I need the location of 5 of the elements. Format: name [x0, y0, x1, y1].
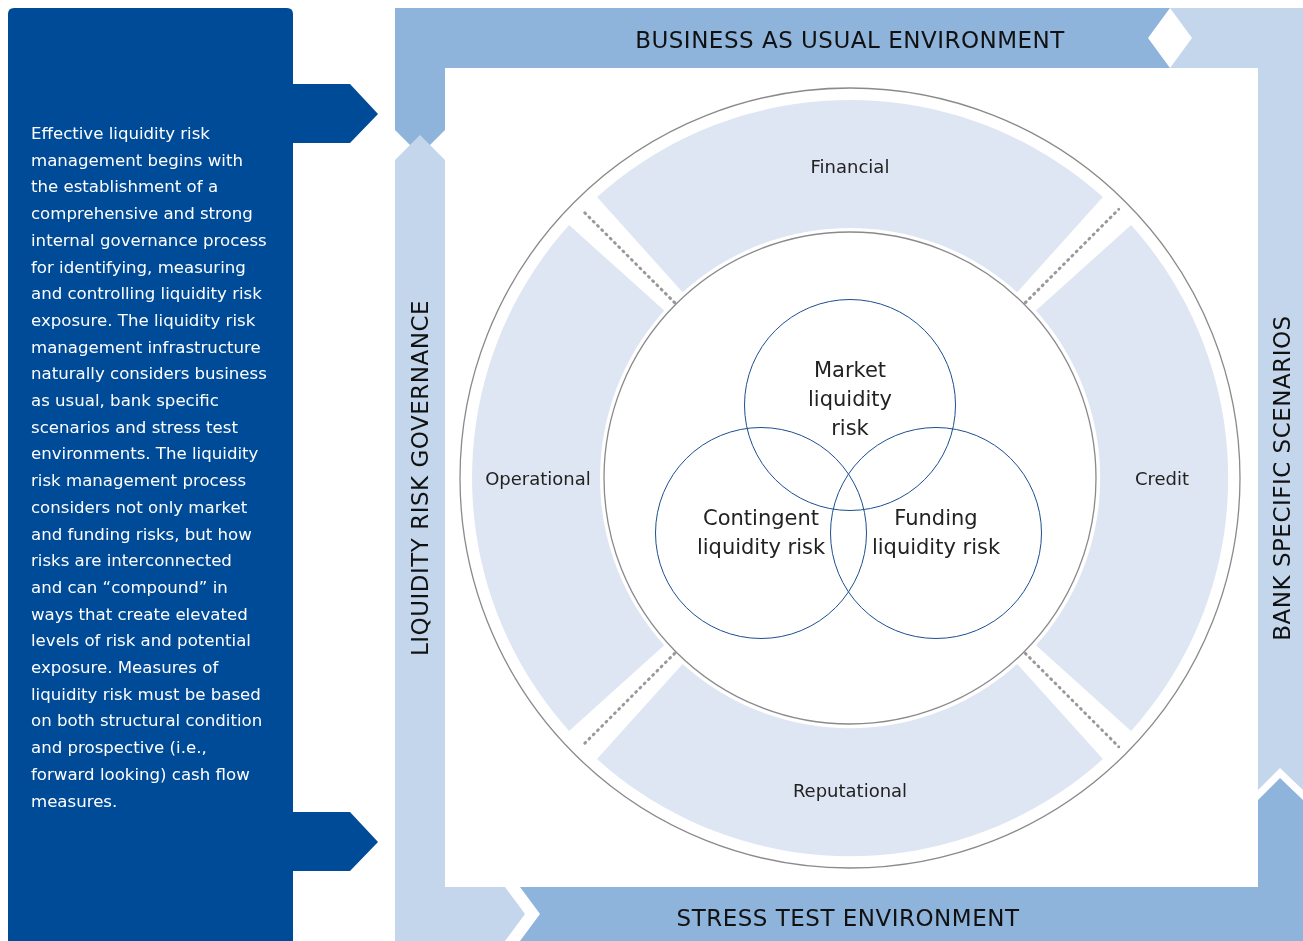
description-panel: Effective liquidity risk management begins with the establishment of a comprehensive and strong internal governance process for identifying, measuring and controlling liquidity risk exposure. The liquidity risk management infrastructure naturally considers business as usual, bank specific scenarios and stress test environments. The liquidity risk management process considers not only market and funding risks, but how risks are interconnected and can “compound” in ways that create elevated levels of risk and potential exposure. Measures of liquidity risk must be based on both structural condition and prospective (i.e., forward looking) cash flow measures. [8, 8, 378, 941]
ring-segment: Reputational [597, 663, 1103, 856]
ring-segment: Credit [1035, 225, 1228, 731]
ring-segment: Financial [597, 100, 1103, 293]
ring-segment: Operational [472, 225, 665, 731]
